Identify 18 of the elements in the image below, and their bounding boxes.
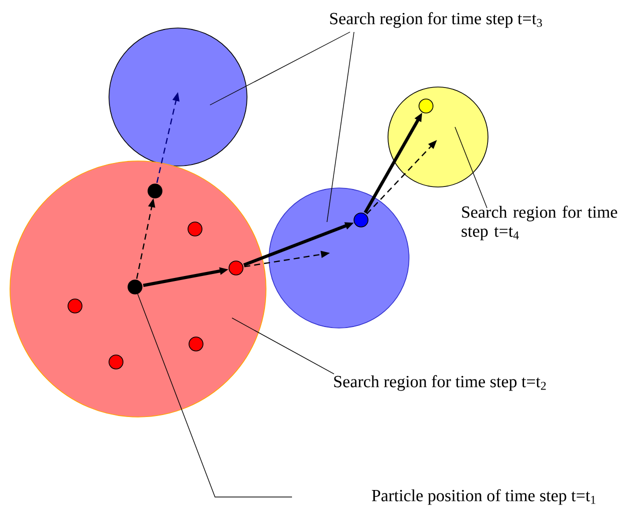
label-text: Search region for time step t=t$_{4}$ — [462, 206, 618, 240]
particle-dot — [188, 336, 204, 352]
search-region-circle — [268, 188, 410, 328]
leader-line — [326, 32, 354, 222]
particle-dot — [188, 222, 202, 236]
search-region-circle — [10, 160, 266, 418]
particle-dot — [418, 98, 434, 114]
leader-line — [454, 126, 488, 208]
leader-line — [232, 318, 334, 374]
label-text: Search region for time step t=t$_{3}$ — [330, 12, 542, 28]
search-region-circle — [388, 86, 488, 188]
particle-dot — [108, 354, 124, 370]
leader-line — [210, 32, 350, 106]
label-text: Particle position of time step t=t$_{1}$ — [372, 489, 596, 505]
search-region-circle — [108, 28, 248, 166]
leader-line — [137, 294, 292, 498]
particle-dot — [354, 212, 368, 228]
label-text: Search region for time step t=t$_{2}$ — [334, 375, 546, 391]
